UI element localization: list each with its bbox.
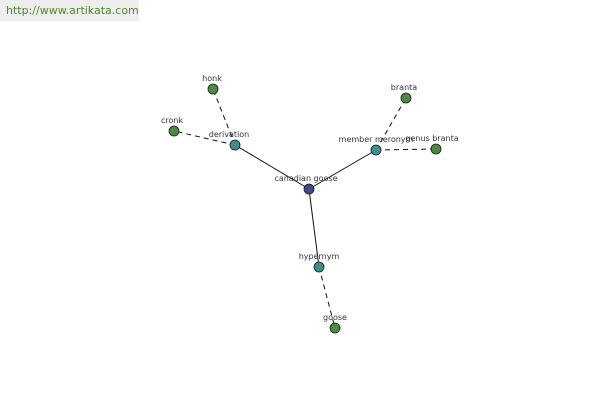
edge-member-meronym-to-genus-branta: [375, 148, 437, 151]
node-honk[interactable]: [207, 83, 219, 95]
node-label-branta[interactable]: branta: [391, 83, 417, 92]
node-member-meronym[interactable]: [370, 144, 382, 156]
edge-canadian-goose-to-member-meronym: [308, 149, 377, 190]
node-genus-branta[interactable]: [430, 143, 442, 155]
edge-member-meronym-to-branta: [375, 97, 407, 151]
node-label-genus-branta[interactable]: genus branta: [405, 134, 458, 143]
node-label-canadian-goose[interactable]: canadian goose: [274, 174, 337, 183]
edge-hypernym-to-goose: [318, 266, 336, 329]
node-cronk[interactable]: [168, 125, 180, 137]
edge-canadian-goose-to-derivation: [234, 144, 310, 190]
edges-layer: [173, 88, 437, 329]
node-branta[interactable]: [400, 92, 412, 104]
node-label-goose[interactable]: goose: [323, 313, 347, 322]
node-hypernym[interactable]: [313, 261, 325, 273]
node-label-hypernym[interactable]: hypernym: [299, 252, 340, 261]
node-goose[interactable]: [329, 322, 341, 334]
nodes-layer: [168, 83, 442, 334]
edge-derivation-to-cronk: [173, 130, 236, 146]
edge-canadian-goose-to-hypernym: [308, 188, 320, 268]
node-canadian-goose[interactable]: [303, 183, 315, 195]
node-derivation[interactable]: [229, 139, 241, 151]
node-label-honk[interactable]: honk: [202, 74, 222, 83]
node-label-member-meronym[interactable]: member meronym: [339, 135, 414, 144]
labels-layer: canadian goose derivation member meronym hy…: [161, 74, 459, 322]
edge-derivation-to-honk: [212, 88, 236, 146]
url-banner[interactable]: http://www.artikata.com: [0, 0, 139, 21]
node-label-cronk[interactable]: cronk: [161, 116, 183, 125]
node-label-derivation[interactable]: derivation: [209, 130, 249, 139]
